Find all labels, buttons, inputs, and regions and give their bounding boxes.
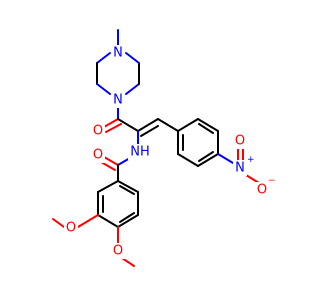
bond-bzr-1: [97, 180, 119, 193]
bond-carbonyl-alpha: [117, 118, 139, 132]
bond-ring-ome-left: [77, 214, 99, 228]
atom-label: O: [235, 134, 245, 149]
atom-label: N: [235, 161, 245, 176]
atom-label: O: [257, 183, 267, 198]
bond-pip-4: [125, 83, 140, 95]
atom-label: O: [113, 244, 123, 259]
bond-bzr-3: [97, 214, 119, 228]
bond-alkene-a: [137, 118, 159, 132]
bond-bzr-d3: [119, 185, 135, 195]
bond-npr-4: [197, 153, 219, 167]
bond-npr-d2: [198, 151, 214, 162]
bond-ome-left-methyl: [52, 218, 65, 228]
atom-o-nitro-top: O: [233, 133, 247, 149]
atom-label: NH: [130, 145, 150, 160]
negative-charge: −: [268, 176, 276, 186]
bond-pip-6: [125, 52, 140, 64]
bond-co-lower-a: [103, 156, 119, 166]
bond-npr-d1: [198, 123, 214, 134]
bond-bzr-6: [117, 180, 139, 193]
atom-label: O: [93, 148, 103, 163]
atom-label-layer: N N O NH O N + O O −: [64, 45, 276, 259]
atom-n-piperazine-bottom: N: [111, 92, 125, 108]
bond-ring-nitro: [217, 153, 234, 164]
positive-charge: +: [247, 155, 255, 165]
bond-bzr-4: [117, 214, 139, 228]
atom-o-carbonyl-lower: O: [91, 147, 105, 163]
atom-label: N: [113, 93, 123, 108]
atom-label: N: [113, 46, 123, 61]
bond-co-upper-a: [103, 118, 119, 128]
atom-o-nitro-bottom: O −: [255, 176, 276, 198]
bond-ome-right-methyl: [121, 257, 135, 267]
bond-co-lower-b: [100, 161, 116, 171]
atom-o-methoxy-left: O: [64, 220, 78, 236]
bond-pip-1: [96, 52, 111, 64]
bond-bzr-d2: [119, 212, 135, 223]
bond-layer: [52, 29, 260, 267]
bond-nitro-o-bottom: [245, 174, 260, 184]
atom-nh-amide: NH: [128, 144, 152, 160]
bond-pip-3: [96, 83, 111, 95]
bond-alkene-b: [140, 125, 159, 137]
atom-label: O: [93, 124, 103, 139]
atom-label: O: [66, 221, 76, 236]
atom-n-piperazine-top: N: [111, 45, 125, 61]
atom-o-methoxy-right: O: [111, 243, 125, 259]
bond-vinyl-aryl: [157, 118, 179, 132]
atom-o-carbonyl-upper: O: [91, 123, 105, 139]
atom-n-nitro: N +: [233, 155, 255, 176]
bond-npr-5: [177, 153, 199, 167]
bond-co-upper-b: [105, 123, 122, 133]
bond-npr-2: [197, 118, 219, 132]
chemical-structure: N N O NH O N + O O −: [52, 29, 276, 267]
bond-npr-1: [177, 118, 199, 132]
